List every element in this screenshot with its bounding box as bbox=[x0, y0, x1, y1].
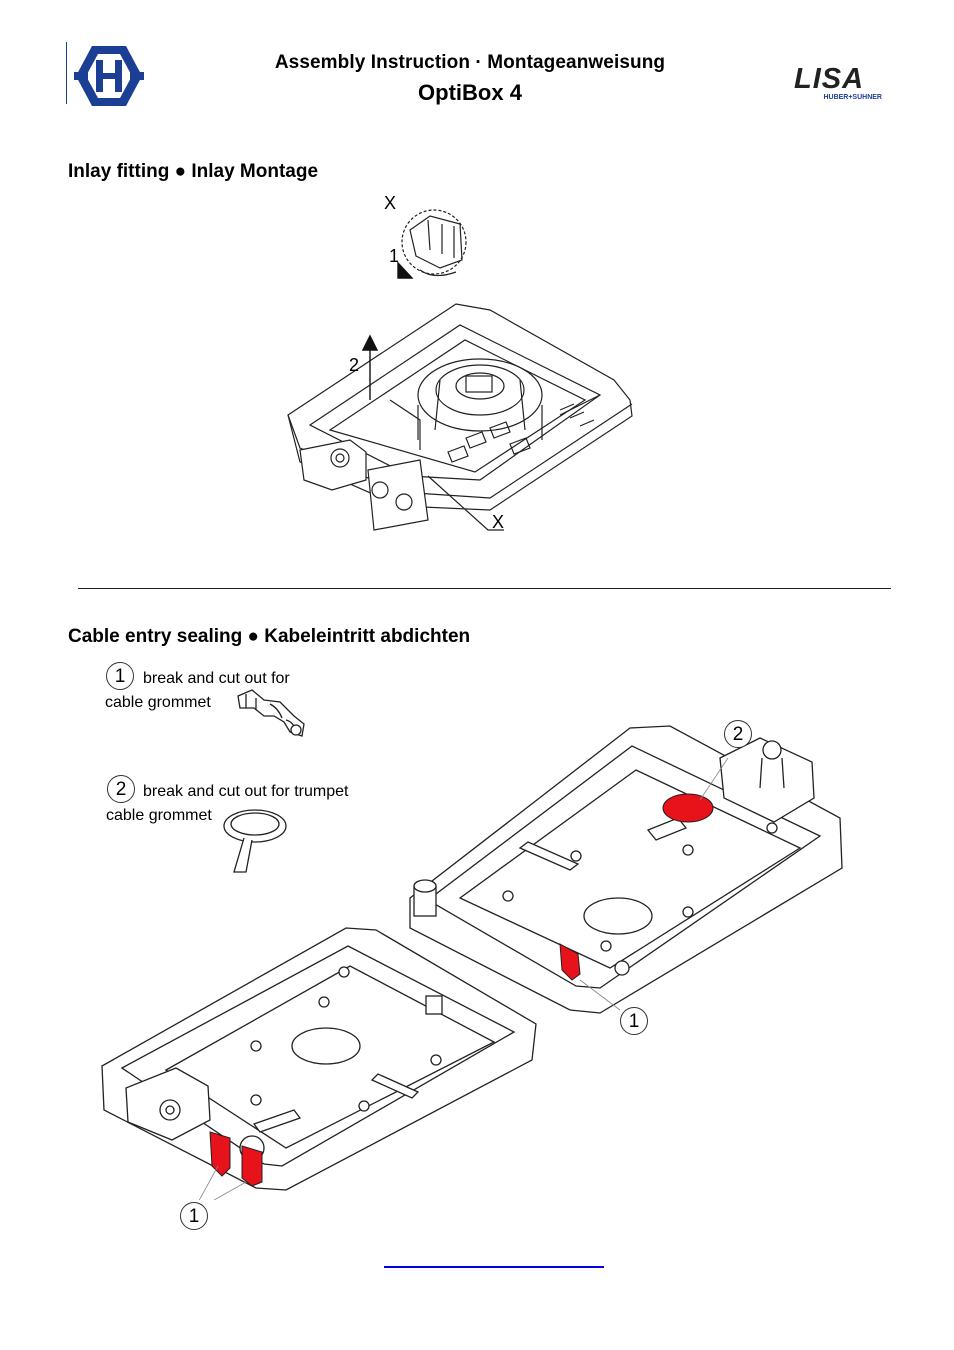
step-2-label: 2 bbox=[349, 355, 360, 375]
callout-1-number: 1 bbox=[106, 662, 134, 690]
marker-1-right-box: 1 bbox=[620, 1007, 648, 1035]
trumpet-grommet-icon bbox=[223, 809, 287, 873]
box-base-drawing-left bbox=[101, 927, 537, 1200]
detail-x-label: X bbox=[384, 193, 397, 213]
callout-2-line2: cable grommet bbox=[106, 807, 212, 824]
step-1-label: 1 bbox=[389, 246, 400, 266]
page-title: Assembly Instruction · Montageanweisung bbox=[274, 52, 666, 73]
company-logo-icon bbox=[74, 46, 144, 106]
section-title-inlay: Inlay fitting ● Inlay Montage bbox=[68, 161, 319, 182]
section-divider bbox=[78, 588, 891, 589]
product-name: OptiBox 4 bbox=[418, 80, 522, 105]
callout-1-line1: break and cut out for bbox=[143, 670, 290, 687]
marker-1-left-box: 1 bbox=[180, 1202, 208, 1230]
header-rule bbox=[66, 42, 67, 104]
section-title-cable-entry: Cable entry sealing ● Kabeleintritt abdi… bbox=[68, 626, 471, 647]
footer-link[interactable] bbox=[384, 1248, 604, 1268]
lisa-logo-brand: LISA bbox=[794, 63, 865, 95]
callout-2-number: 2 bbox=[107, 775, 135, 803]
callout-2-line1: break and cut out for trumpet bbox=[143, 783, 349, 800]
marker-2-right-box: 2 bbox=[724, 720, 752, 748]
lisa-logo: LISA HUBER+SUHNER bbox=[794, 64, 886, 106]
cable-grommet-icon bbox=[237, 689, 305, 737]
callout-1-line2: cable grommet bbox=[105, 694, 211, 711]
inlay-fitting-drawing bbox=[287, 209, 633, 531]
detail-x-pointer-label: X bbox=[492, 512, 505, 532]
lisa-logo-maker: HUBER+SUHNER bbox=[823, 94, 882, 101]
box-base-drawing-right bbox=[409, 725, 843, 1014]
